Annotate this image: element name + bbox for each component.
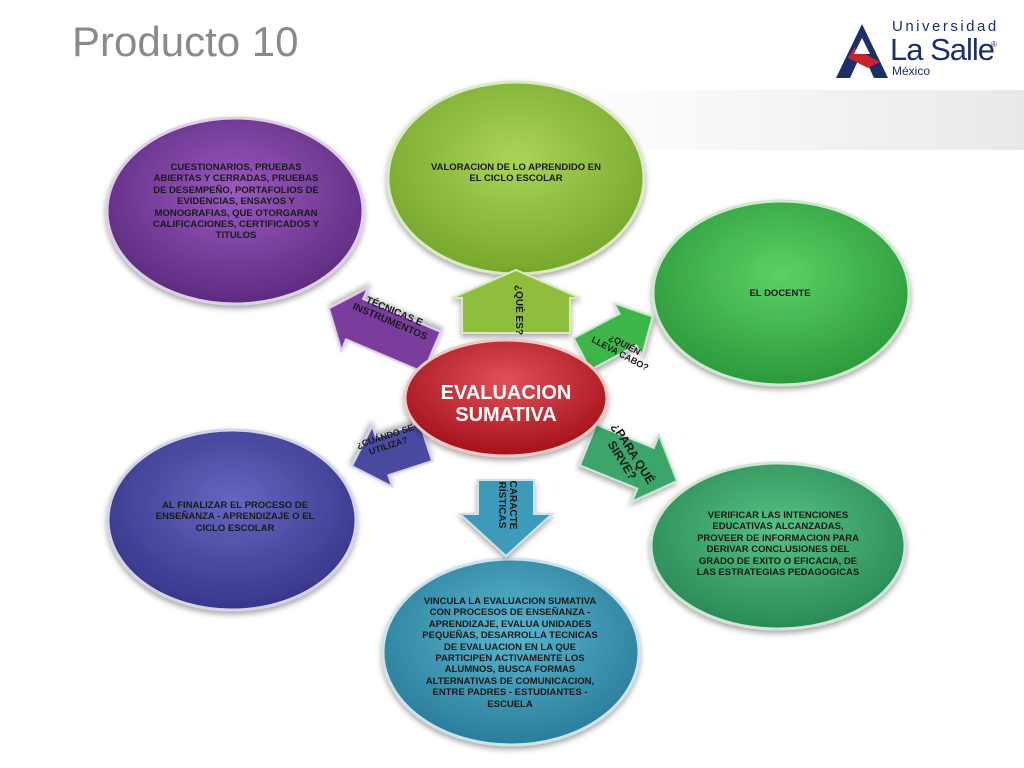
logo-registered: ® [991,40,997,49]
logo-lasalle: La Salle [890,32,995,67]
bubble-tecnicas [105,116,365,306]
bubble-text-que-es: VALORACION DE LO APRENDIDO EN EL CICLO E… [431,162,601,185]
logo-mexico: México [892,64,931,78]
bubble-cuando [106,428,358,612]
bubble-text-caracteristicas: VINCULA LA EVALUACION SUMATIVA CON PROCE… [422,596,598,710]
arrow-cuando [350,421,434,489]
bubble-text-cuando: AL FINALIZAR EL PROCESO DE ENSEÑANZA - A… [155,500,315,534]
bubble-text-tecnicas: CUESTIONARIOS, PRUEBAS ABIERTAS Y CERRAD… [152,162,320,242]
logo-universidad: Universidad [892,18,999,35]
header-gradient [560,90,1024,150]
bubble-caracteristicas [381,557,641,747]
arrow-caracteristicas [457,479,555,558]
arrow-label-que-es: ¿QUÉ ES? [513,284,524,335]
center-label: EVALUACION SUMATIVA [440,382,572,426]
bubble-quien [651,199,911,387]
arrow-que-es [451,268,581,334]
arrow-label-caracteristicas: CARACTE RÍSTICAS [496,480,518,530]
arrow-quien [572,301,654,372]
bubble-text-para-que: VERIFICAR LAS INTENCIONES EDUCATIVAS ALC… [696,510,860,578]
arrow-para-que [578,423,679,504]
arrow-tecnicas [327,285,442,374]
slide-title: Producto 10 [72,18,299,65]
la-salle-logo: Universidad La Salle ® México [834,16,1004,82]
bubble-para-que [649,461,907,631]
la-salle-emblem-icon [836,24,888,78]
bubble-text-quien: EL DOCENTE [749,288,811,299]
center-node [403,338,609,458]
